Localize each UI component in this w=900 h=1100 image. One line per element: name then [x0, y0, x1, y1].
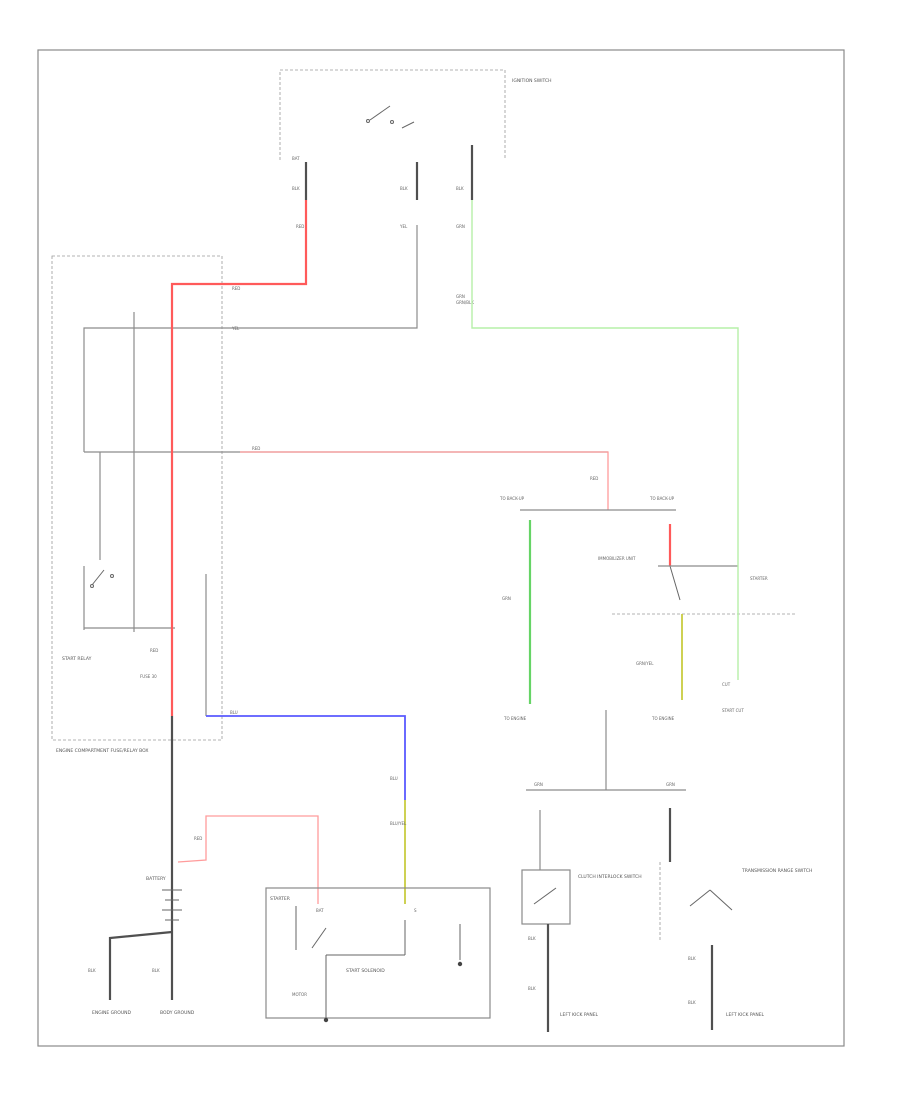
ignition-switch: IGNITION SWITCH BAT BLK BLK BLK RED YEL …	[279, 69, 552, 305]
svg-text:GRN: GRN	[534, 782, 543, 787]
svg-text:GRN: GRN	[456, 294, 465, 299]
svg-text:BLU/YEL: BLU/YEL	[390, 821, 407, 826]
svg-text:STARTER: STARTER	[750, 576, 768, 581]
svg-text:S: S	[414, 908, 417, 913]
svg-text:RED: RED	[150, 648, 158, 653]
svg-text:TO ENGINE: TO ENGINE	[651, 716, 675, 721]
svg-text:YEL: YEL	[231, 326, 240, 331]
svg-text:CUT: CUT	[722, 682, 731, 687]
clutch-interlock-switch: CLUTCH INTERLOCK SWITCH BLK BLK LEFT KIC…	[521, 810, 642, 1032]
svg-text:YEL: YEL	[399, 224, 408, 229]
immobilizer-label: IMMOBILIZER UNIT	[598, 556, 636, 561]
diagram-frame	[37, 49, 845, 1047]
svg-text:BAT: BAT	[316, 908, 324, 913]
starter-battery-lead	[177, 815, 319, 904]
svg-text:GRN/BLK: GRN/BLK	[456, 300, 474, 305]
start-solenoid-label: START SOLENOID	[346, 968, 385, 974]
fusebox-label: ENGINE COMPARTMENT FUSE/RELAY BOX	[56, 748, 149, 754]
svg-text:RED: RED	[252, 446, 260, 451]
clutch-switch-label: CLUTCH INTERLOCK SWITCH	[578, 874, 642, 880]
svg-text:FUSE 30: FUSE 30	[140, 674, 157, 679]
svg-text:BLU: BLU	[390, 776, 398, 781]
starter-relay-label: START RELAY	[62, 656, 92, 662]
battery-feed-red	[170, 200, 308, 716]
transmission-range-switch: TRANSMISSION RANGE SWITCH BLK BLK LEFT K…	[659, 808, 812, 1030]
starter-label: STARTER	[270, 896, 290, 902]
svg-text:START CUT: START CUT	[722, 708, 744, 713]
svg-text:RED: RED	[232, 286, 240, 291]
svg-text:TO BACK-UP: TO BACK-UP	[649, 496, 675, 501]
svg-text:RED: RED	[296, 224, 304, 229]
svg-text:TO BACK-UP: TO BACK-UP	[499, 496, 525, 501]
engine-ground: BLK ENGINE GROUND	[88, 968, 131, 1016]
svg-text:GRN/YEL: GRN/YEL	[636, 661, 654, 666]
svg-text:GRN: GRN	[502, 596, 511, 601]
svg-text:BLK: BLK	[688, 1000, 696, 1005]
svg-text:BLU: BLU	[230, 710, 238, 715]
svg-text:BAT: BAT	[292, 156, 300, 161]
svg-text:BLK: BLK	[292, 186, 300, 191]
svg-text:GRN: GRN	[456, 224, 465, 229]
svg-text:BLK: BLK	[88, 968, 96, 973]
svg-text:RED: RED	[194, 836, 202, 841]
engine-ground-label: ENGINE GROUND	[92, 1010, 131, 1016]
svg-text:GRN: GRN	[666, 782, 675, 787]
svg-text:BLK: BLK	[528, 986, 536, 991]
ignition-switch-label: IGNITION SWITCH	[512, 78, 552, 84]
svg-text:BLK: BLK	[528, 936, 536, 941]
start-signal-wire-blue	[206, 715, 406, 800]
relay-box-wiring: START RELAY ENGINE COMPARTMENT FUSE/RELA…	[56, 225, 608, 754]
battery-label: BATTERY	[146, 876, 166, 882]
battery-symbol: BATTERY	[146, 876, 182, 921]
svg-text:BLK: BLK	[152, 968, 160, 973]
svg-text:BLK: BLK	[688, 956, 696, 961]
left-kick-panel-ground-2-label: LEFT KICK PANEL	[726, 1012, 765, 1018]
svg-text:BLK: BLK	[456, 186, 464, 191]
tr-switch-label: TRANSMISSION RANGE SWITCH	[741, 868, 812, 874]
svg-text:TO ENGINE: TO ENGINE	[503, 716, 527, 721]
body-ground: BLK BODY GROUND	[152, 968, 195, 1016]
immobilizer-feed-pink	[240, 451, 609, 510]
motor-label: MOTOR	[292, 992, 307, 997]
starter-assembly: START SOLENOID STARTER MOTOR BAT S	[265, 887, 491, 1023]
svg-text:RED: RED	[590, 476, 598, 481]
svg-text:BLK: BLK	[400, 186, 408, 191]
immobilizer-unit: IMMOBILIZER UNIT GRN/YEL TO ENGINE	[598, 524, 796, 721]
body-ground-label: BODY GROUND	[160, 1010, 195, 1016]
engine-ground-strap	[108, 930, 173, 1000]
left-kick-panel-ground-1-label: LEFT KICK PANEL	[560, 1012, 599, 1018]
fuse-relay-box-enclosure	[51, 255, 223, 741]
clutch-feed-green-light	[471, 200, 739, 566]
